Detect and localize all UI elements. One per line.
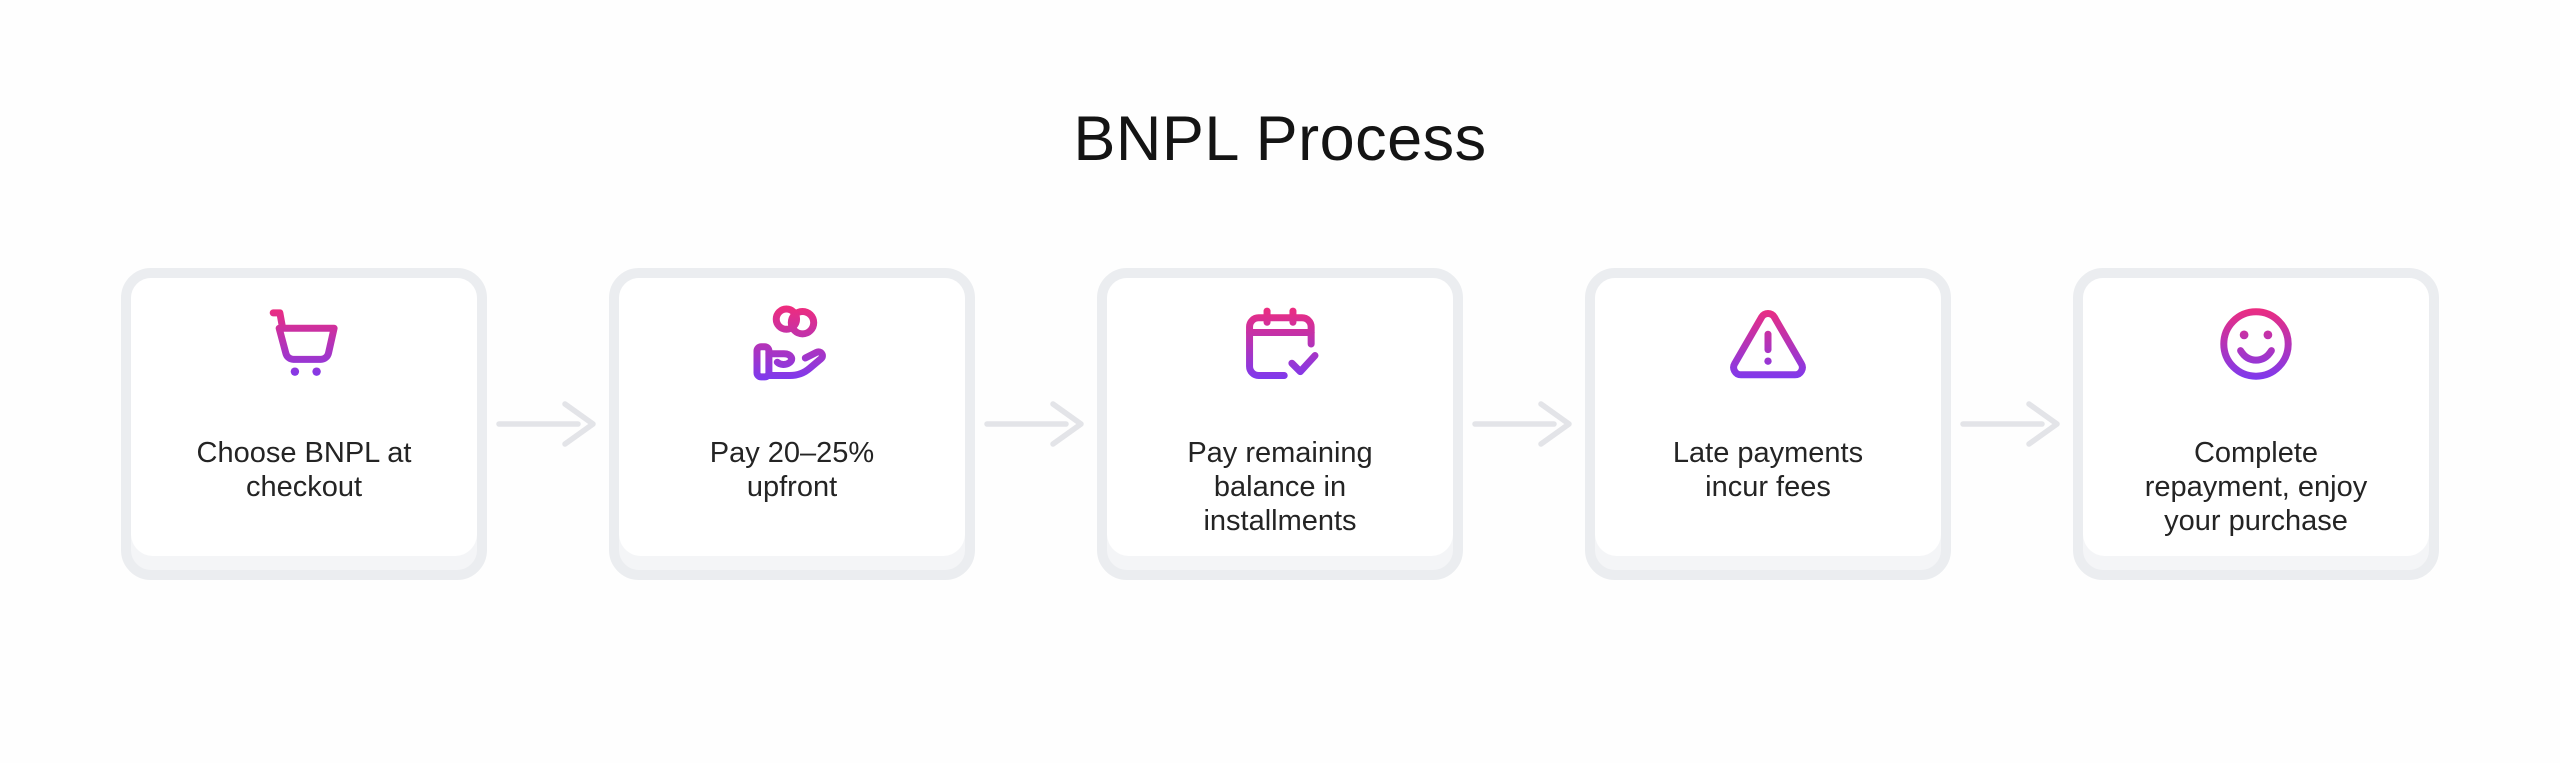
warning-triangle-icon (1726, 302, 1810, 386)
arrow-right-icon (1463, 268, 1585, 580)
step-card: Late payments incur fees (1585, 268, 1951, 580)
step-label: Pay 20–25% upfront (709, 437, 875, 503)
step-card: Pay 20–25% upfront (609, 268, 975, 580)
step-card-inner: Choose BNPL at checkout (131, 278, 477, 556)
arrow-right-icon (975, 268, 1097, 580)
step-card-inner: Complete repayment, enjoy your purchase (2083, 278, 2429, 556)
step-card-inner: Late payments incur fees (1595, 278, 1941, 556)
step-label: Late payments incur fees (1672, 437, 1864, 503)
steps-row: Choose BNPL at checkout Pay 20–25% upfro… (0, 268, 2560, 580)
hand-coins-icon (750, 302, 834, 386)
diagram-title: BNPL Process (1073, 104, 1487, 174)
step-label: Complete repayment, enjoy your purchase (2144, 437, 2368, 537)
shopping-cart-icon (262, 302, 346, 386)
step-card: Choose BNPL at checkout (121, 268, 487, 580)
step-card: Pay remaining balance in installments (1097, 268, 1463, 580)
step-card-inner: Pay remaining balance in installments (1107, 278, 1453, 556)
step-card: Complete repayment, enjoy your purchase (2073, 268, 2439, 580)
arrow-right-icon (1951, 268, 2073, 580)
calendar-check-icon (1238, 302, 1322, 386)
smiley-face-icon (2214, 302, 2298, 386)
step-label: Choose BNPL at checkout (196, 437, 412, 503)
step-label: Pay remaining balance in installments (1187, 437, 1373, 537)
step-card-inner: Pay 20–25% upfront (619, 278, 965, 556)
arrow-right-icon (487, 268, 609, 580)
